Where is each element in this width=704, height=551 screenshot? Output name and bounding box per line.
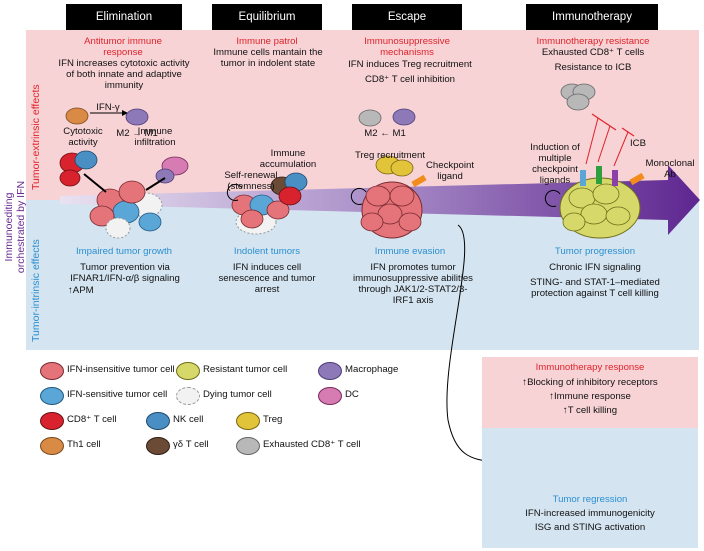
escape-bottom-title: Immune evasion — [374, 246, 446, 257]
ifn-gamma-label: IFN-γ — [96, 102, 120, 113]
equilibrium-top-text: Immune cells mantain the tumor in indole… — [213, 47, 323, 69]
icb-label: ICB — [630, 138, 646, 149]
legend-exhausted: Exhausted CD8⁺ T cell — [263, 439, 361, 450]
equilibrium-bottom-text: IFN induces cell senescence and tumor ar… — [218, 262, 316, 295]
m2-m1-escape-label: M2 ← M1 — [364, 128, 406, 139]
response-title: Immunotherapy response — [535, 362, 645, 373]
dc-legend-icon — [318, 387, 342, 405]
elimination-bottom-title: Impaired tumor growth — [76, 246, 172, 257]
immunotherapy-bottom-text2: STING- and STAT-1–mediated protection ag… — [530, 277, 660, 299]
response-bottom-title: Tumor regression — [552, 494, 628, 505]
macrophage-icon — [125, 108, 149, 126]
elimination-cluster — [89, 180, 163, 239]
dying-tumor-icon — [176, 387, 200, 405]
response-bottom-line1: IFN-increased immunogenicity — [525, 508, 655, 519]
treg-legend-icon — [236, 412, 260, 430]
legend-treg: Treg — [263, 414, 283, 425]
checkpoint-ligand-label: Checkpoint ligand — [426, 160, 474, 182]
response-line3: ↑T cell killing — [562, 405, 618, 416]
legend-resistant: Resistant tumor cell — [203, 364, 288, 375]
legend-dc: DC — [345, 389, 359, 400]
m2-m1-label: M2 → M1 — [116, 128, 158, 139]
legend-gd-t: γδ T cell — [173, 439, 209, 450]
ifn-insensitive-icon — [40, 362, 64, 380]
exhausted-t-cell-icon — [358, 109, 382, 127]
immune-accumulation-label: Immune accumulation — [259, 148, 317, 170]
nk-cell-icon — [74, 150, 98, 170]
th1-cell-icon — [65, 107, 89, 125]
escape-top-text2: CD8⁺ T cell inhibition — [364, 74, 456, 85]
elimination-bottom-text: Tumor prevention via IFNAR1/IFN-α/β sign… — [70, 262, 180, 284]
elimination-top-title: Antitumor immune response — [84, 36, 162, 58]
response-bottom-line2: ISG and STING activation — [534, 522, 646, 533]
escape-top-title: Immunosuppressive mechanisms — [364, 36, 450, 58]
response-line2: ↑Immune response — [549, 391, 631, 402]
legend-macrophage: Macrophage — [345, 364, 399, 375]
legend-ifn-sensitive: IFN-sensitive tumor cell — [67, 389, 168, 400]
header-immunotherapy: Immunotherapy — [526, 4, 658, 30]
escape-top-text: IFN induces Treg recruitment — [348, 59, 472, 70]
resistant-tumor-icon — [176, 362, 200, 380]
self-renewal-label: Self-renewal (stemness) — [224, 170, 278, 192]
header-equilibrium: Equilibrium — [212, 4, 322, 30]
ifn-sensitive-icon — [40, 387, 64, 405]
cd8-legend-icon — [40, 412, 64, 430]
legend-cd8: CD8⁺ T cell — [67, 414, 117, 425]
induction-checkpoint-label: Induction of multiple checkpoint ligands — [530, 142, 580, 186]
cytotoxic-activity-label: Cytotoxic activity — [63, 126, 103, 148]
response-box-top — [482, 357, 698, 428]
immune-infiltration-label: Immune infiltration — [134, 126, 176, 148]
equilibrium-top-title: Immune patrol — [236, 36, 298, 47]
gd-t-legend-icon — [146, 437, 170, 455]
immunotherapy-cluster — [559, 177, 641, 239]
escape-bottom-text: IFN promotes tumor immunosuppressive abi… — [353, 262, 473, 306]
nk-legend-icon — [146, 412, 170, 430]
response-line1: ↑Blocking of inhibitory receptors — [522, 377, 658, 388]
header-escape: Escape — [352, 4, 462, 30]
elimination-bottom-extra: ↑APM — [68, 285, 94, 296]
treg-recruitment-label: Treg recruitment — [354, 150, 426, 161]
response-box-bottom — [482, 428, 698, 548]
escape-cluster — [360, 181, 423, 239]
monoclonal-ab-label: Monoclonal Ab — [645, 158, 695, 180]
immunotherapy-top-text2: Resistance to ICB — [554, 62, 632, 73]
th1-legend-icon — [40, 437, 64, 455]
immunotherapy-bottom-text: Chronic IFN signaling — [549, 262, 641, 273]
legend-th1: Th1 cell — [67, 439, 101, 450]
immunotherapy-top-title: Immunotherapy resistance — [536, 36, 650, 47]
legend-nk: NK cell — [173, 414, 204, 425]
equilibrium-bottom-title: Indolent tumors — [233, 246, 301, 257]
immunotherapy-bottom-title: Tumor progression — [554, 246, 636, 257]
legend-ifn-insensitive: IFN-insensitive tumor cell — [67, 364, 175, 375]
macrophage-legend-icon — [318, 362, 342, 380]
header-elimination: Elimination — [66, 4, 182, 30]
elimination-top-text: IFN increases cytotoxic activity of both… — [58, 58, 190, 91]
exhausted-legend-icon — [236, 437, 260, 455]
immunotherapy-top-text: Exhausted CD8⁺ T cells — [541, 47, 645, 58]
legend-dying: Dying tumor cell — [203, 389, 272, 400]
